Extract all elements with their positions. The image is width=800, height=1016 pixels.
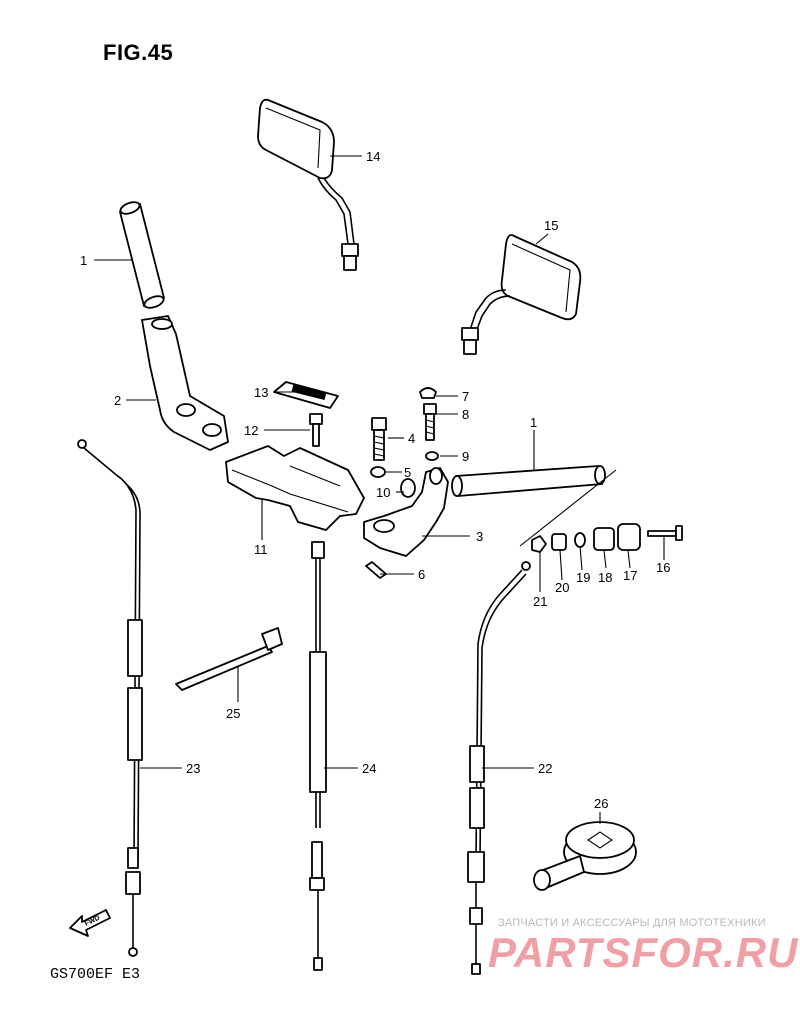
clutch-cable-part-23[interactable]	[77, 439, 143, 957]
callout-7: 7	[462, 389, 469, 404]
callout-9: 9	[462, 449, 469, 464]
callout-3: 3	[476, 529, 483, 544]
washer-part-5[interactable]	[370, 466, 386, 478]
callout-14: 14	[366, 149, 380, 164]
tachometer-cable-part-24[interactable]	[309, 541, 327, 971]
callout-6: 6	[418, 567, 425, 582]
callout-18: 18	[598, 570, 612, 585]
leader-lines	[94, 155, 665, 824]
handlebar-grip-right-part-1[interactable]	[451, 465, 606, 497]
handlebar-clamp-right-part-3[interactable]	[363, 467, 449, 557]
callout-22: 22	[538, 761, 552, 776]
callout-1-right: 1	[530, 415, 537, 430]
callout-5: 5	[404, 465, 411, 480]
bolt-part-12[interactable]	[309, 413, 323, 447]
cap-part-7[interactable]	[419, 387, 437, 399]
callout-25: 25	[226, 706, 240, 721]
collar-part-20[interactable]	[551, 533, 567, 551]
callout-13: 13	[254, 385, 268, 400]
callout-16: 16	[656, 560, 670, 575]
washer-part-9[interactable]	[425, 451, 439, 461]
forward-direction-arrow: FWD	[69, 909, 111, 937]
callout-24: 24	[362, 761, 376, 776]
callout-12: 12	[244, 423, 258, 438]
callout-15: 15	[544, 218, 558, 233]
callout-21: 21	[533, 594, 547, 609]
callout-20: 20	[555, 580, 569, 595]
callout-11: 11	[254, 542, 268, 557]
bolt-part-8[interactable]	[423, 403, 437, 441]
emblem-part-13[interactable]	[273, 381, 339, 409]
callout-17: 17	[623, 568, 637, 583]
clip-part-6[interactable]	[365, 561, 387, 579]
balancer-weight-part-17[interactable]	[617, 523, 641, 551]
callout-2: 2	[114, 393, 121, 408]
throttle-pulley-part-26[interactable]	[533, 821, 637, 891]
mirror-left-part-14[interactable]	[257, 98, 359, 271]
bolt-part-4[interactable]	[371, 417, 387, 461]
callout-labels: 1 2 14 15 13 12 4 5 10 7 8 9 1 11 3 6 21…	[80, 149, 670, 811]
watermark-logo: PARTSFOR.RU	[488, 929, 799, 976]
handlebar-clamp-left-part-2[interactable]	[141, 315, 229, 451]
handlebar-grip-left-part-1[interactable]	[119, 200, 165, 310]
mirror-right-part-15[interactable]	[461, 234, 582, 355]
cable-band-part-25[interactable]	[175, 627, 283, 691]
washer-part-19[interactable]	[574, 532, 586, 548]
callout-10: 10	[376, 485, 390, 500]
handlebar-holder-cover-part-11[interactable]	[225, 445, 365, 531]
watermark-subtitle: ЗАПЧАСТИ И АКСЕССУАРЫ ДЛЯ МОТОТЕХНИКИ	[498, 917, 766, 929]
callout-4: 4	[408, 431, 415, 446]
nut-part-21[interactable]	[531, 535, 547, 553]
cushion-part-18[interactable]	[593, 527, 615, 551]
callout-8: 8	[462, 407, 469, 422]
callout-1-left: 1	[80, 253, 87, 268]
throttle-cable-part-22[interactable]	[467, 561, 531, 975]
callout-19: 19	[576, 570, 590, 585]
callout-23: 23	[186, 761, 200, 776]
model-code: GS700EF E3	[50, 966, 141, 983]
screw-part-16[interactable]	[647, 525, 683, 541]
callout-26: 26	[594, 796, 608, 811]
spacer-part-10[interactable]	[400, 478, 416, 498]
figure-title: FIG.45	[103, 40, 174, 65]
